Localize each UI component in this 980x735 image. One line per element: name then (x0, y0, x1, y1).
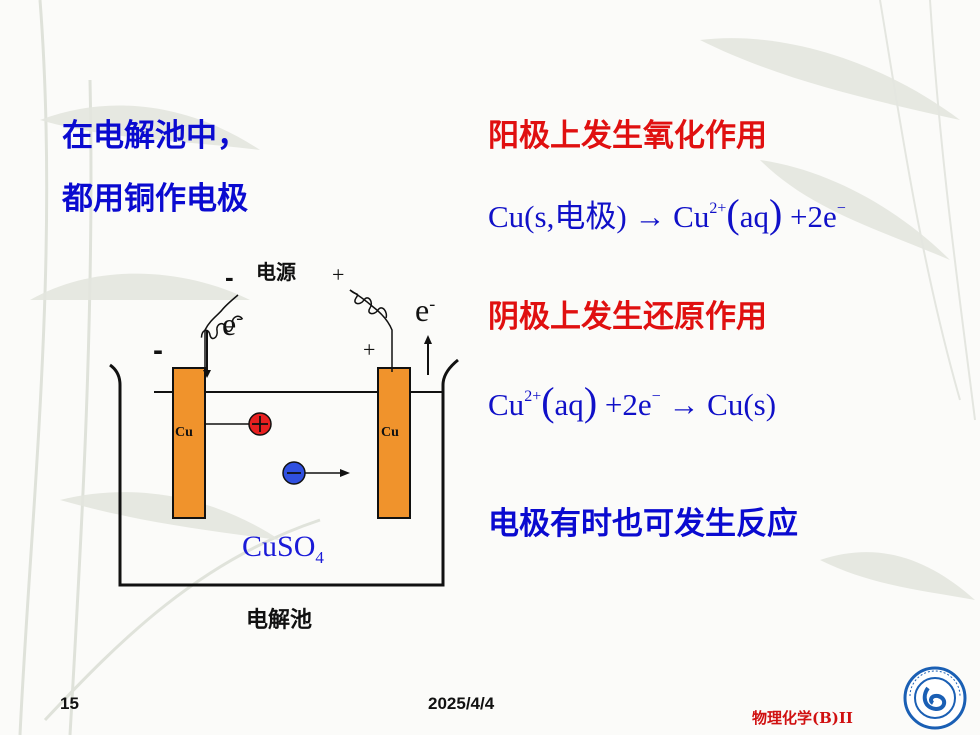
cathode-eq-ion-charge: 2+ (524, 388, 542, 405)
left-coil (200, 315, 244, 340)
cathode-eq-product: Cu(s) (707, 387, 777, 422)
anode-eq-plus: + (790, 199, 808, 234)
anode-eq-paren-close: ) (768, 191, 783, 236)
right-electron-symbol: e (415, 292, 430, 328)
anode-eq-electron-charge: − (836, 200, 846, 217)
left-electrode-label: Cu (175, 425, 193, 440)
right-electron-sign: - (429, 293, 436, 314)
cathode-equation: Cu2+(aq) +2e− → Cu(s) (488, 378, 776, 425)
anode-eq-aq: aq (739, 199, 769, 234)
left-electron-label: e- (222, 306, 242, 343)
electrolyte-label: CuSO4 (242, 530, 324, 568)
electrolyte-subscript: 4 (315, 548, 324, 567)
power-label: 电源 (256, 260, 296, 284)
power-pos-sign: + (332, 262, 345, 287)
right-electrode-sign: + (363, 337, 376, 362)
anode-eq-reactant: Cu(s,电极) (488, 199, 627, 234)
left-electron-sign: - (236, 307, 243, 328)
left-electrode (172, 367, 206, 519)
anion-arrowhead (340, 469, 350, 477)
heading-line-2: 都用铜作电极 (62, 181, 248, 217)
anode-title: 阳极上发生氧化作用 (488, 118, 767, 154)
university-seal-logo (903, 666, 967, 730)
left-electron-symbol: e (222, 306, 237, 342)
cathode-eq-electrons: 2e (622, 387, 652, 422)
anode-eq-paren-open: ( (726, 191, 740, 236)
anode-equation: Cu(s,电极) → Cu2+(aq) +2e− (488, 190, 846, 237)
course-title: 物理化学(B)II (752, 709, 853, 727)
electrolyte-formula: CuSO (242, 530, 316, 563)
left-electrode-sign: - (153, 334, 163, 367)
cathode-eq-paren-close: ) (583, 379, 598, 424)
left-current-arrowhead (203, 370, 211, 378)
note-text: 电极有时也可发生反应 (488, 506, 798, 542)
right-current-arrowhead (424, 335, 432, 344)
page-number: 15 (60, 694, 79, 713)
cathode-eq-aq: aq (554, 387, 584, 422)
right-electron-label: e- (415, 292, 435, 329)
anode-eq-ion-charge: 2+ (709, 200, 727, 217)
right-coil (349, 289, 388, 319)
left-wire (204, 294, 239, 372)
heading-line-1: 在电解池中， (62, 118, 248, 154)
cell-label: 电解池 (246, 608, 313, 633)
anode-eq-ion: Cu (673, 199, 710, 234)
cathode-eq-plus: + (604, 387, 623, 422)
cathode-eq-electron-charge: − (651, 388, 661, 405)
cathode-eq-ion: Cu (488, 387, 525, 422)
right-electrode (377, 367, 411, 519)
cathode-eq-arrow: → (668, 387, 700, 422)
slide-date: 2025/4/4 (428, 694, 495, 713)
cathode-eq-paren-open: ( (541, 379, 555, 424)
power-neg-sign: - (225, 262, 234, 292)
right-electrode-label: Cu (381, 425, 399, 440)
beaker-outline (109, 358, 459, 587)
anode-eq-arrow: → (634, 199, 666, 234)
cathode-title: 阴极上发生还原作用 (488, 299, 767, 335)
anode-eq-electrons: 2e (807, 199, 837, 234)
